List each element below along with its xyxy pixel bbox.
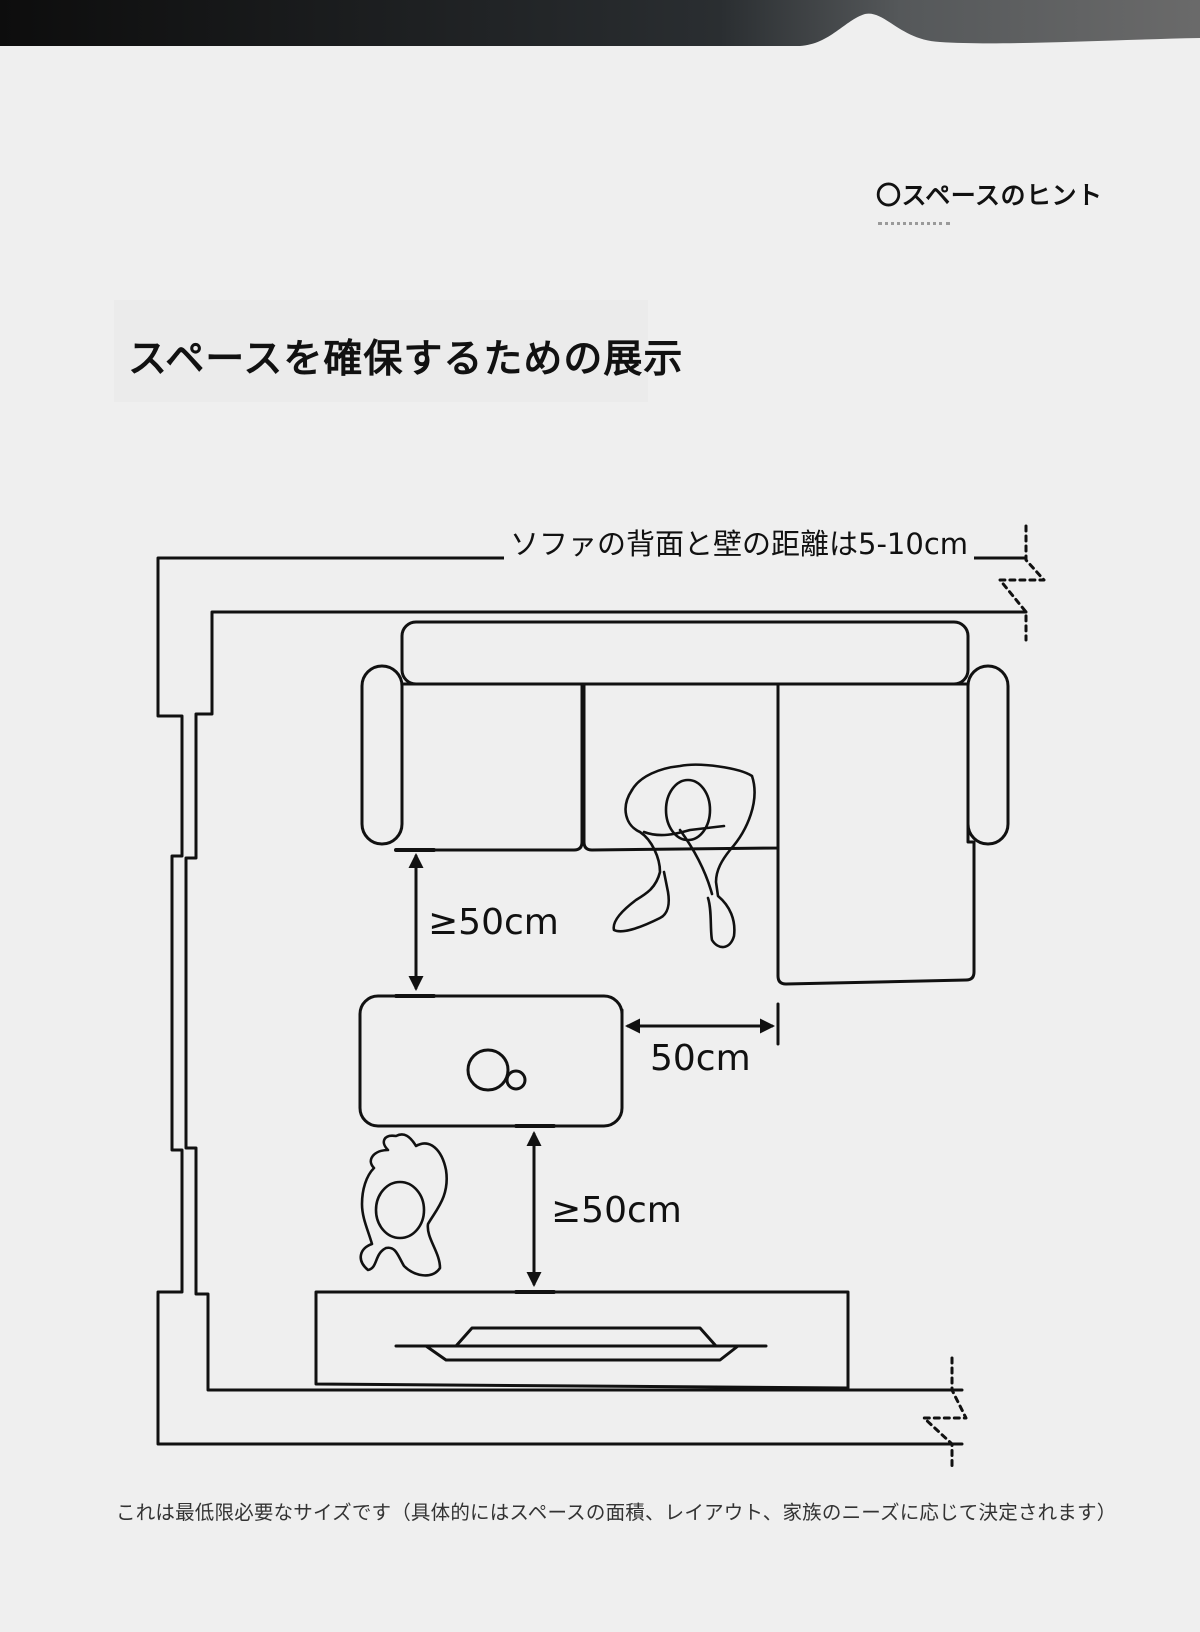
sofa-armrest-left [360,664,404,846]
page-title: スペースを確保するための展示 [128,337,684,382]
title-background [114,300,648,402]
tv-body [424,1326,740,1362]
space-hint-label: 〇スペースのヒント [876,181,1103,210]
sofa-seat-2 [582,682,780,852]
dimension-table-side-label: 50cm [650,1038,751,1079]
footer-note: これは最低限必要なサイズです（具体的にはスペースの面積、レイアウト、家族のニーズ… [116,1501,1117,1524]
person-on-floor [359,1133,448,1277]
wall-break-top [998,524,1046,642]
coffee-table [358,994,624,1128]
cup-large [466,1048,510,1092]
inner-wall [184,610,1028,1392]
person-on-sofa [612,763,756,949]
tv-stand [314,1290,850,1390]
cup-small [505,1069,527,1091]
dimension-sofa-table-label: ≥50cm [428,902,559,943]
top-photo-band [0,0,1200,46]
sofa-back [400,620,970,686]
hint-underline [878,222,950,225]
wall-distance-label: ソファの背面と壁の距離は5-10cm [504,521,975,563]
outer-wall [156,556,1028,1446]
sofa-armrest-right [966,664,1010,846]
dimension-table-tv-label: ≥50cm [551,1190,682,1231]
sofa-seat-1 [400,682,584,852]
sofa-chaise [776,682,976,986]
wall-break-bottom [922,1356,968,1472]
